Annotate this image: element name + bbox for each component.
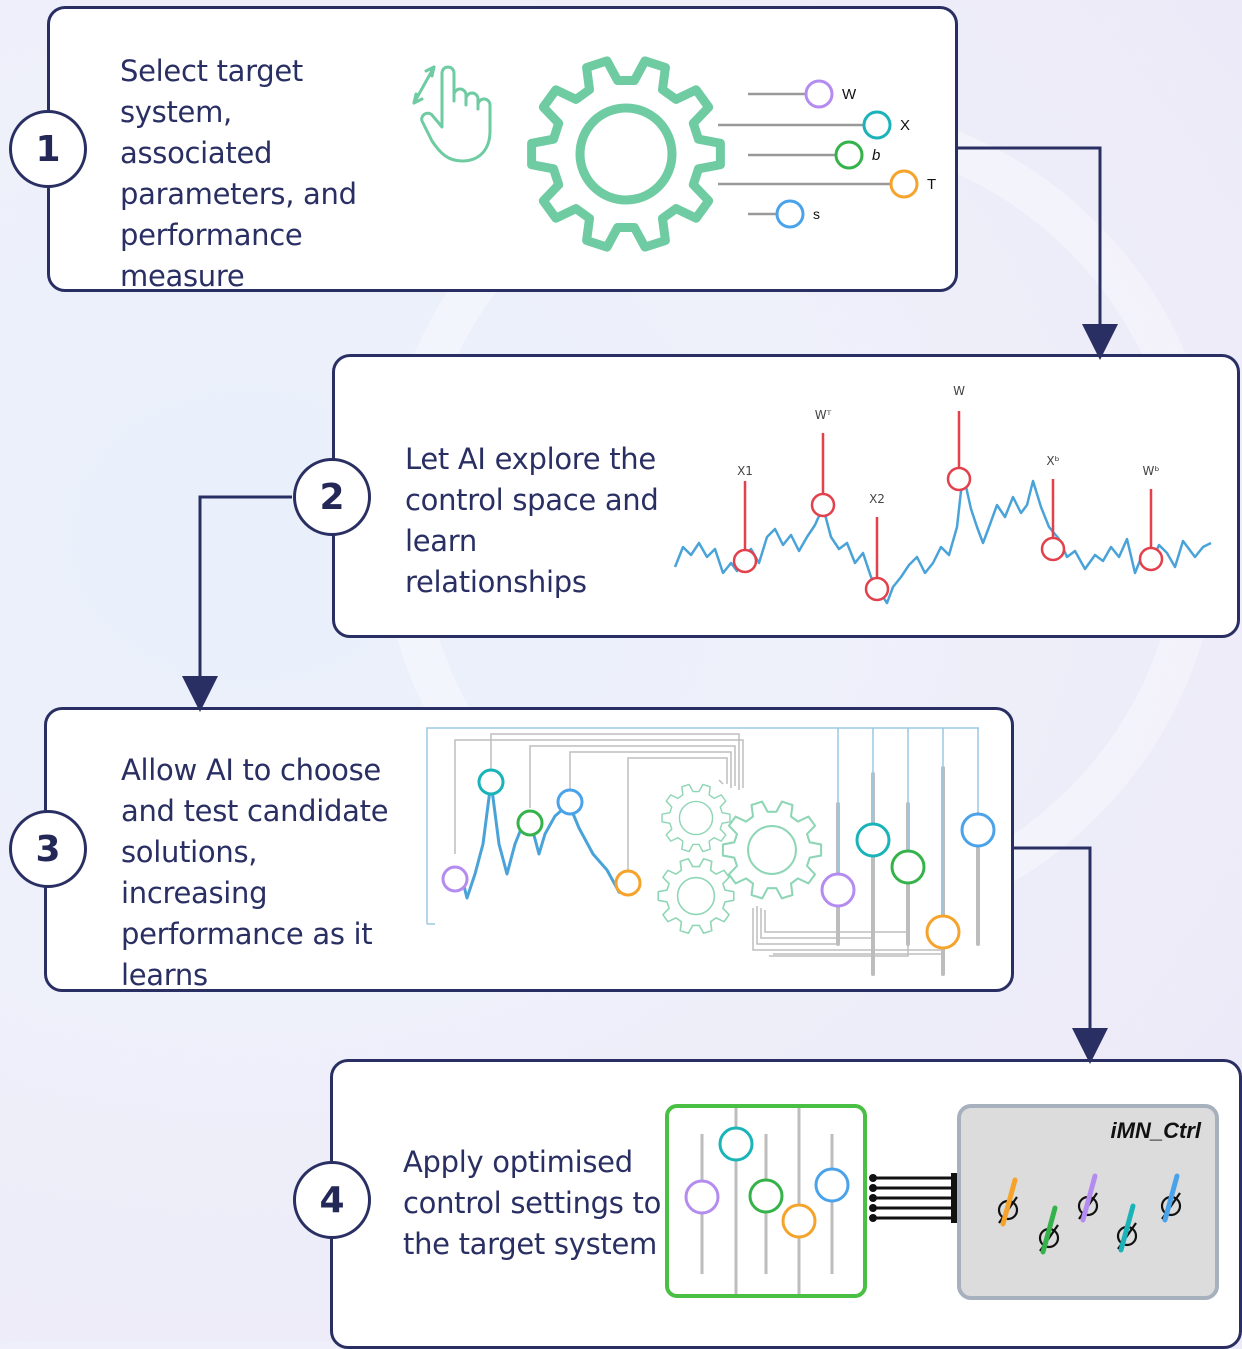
marker-label-xb: Xᵇ [1046,454,1059,468]
step-1-badge: 1 [9,110,87,188]
param-t-label: T [927,176,936,193]
marker-label-wt: Wᵀ [815,408,832,422]
markers-group [732,411,1164,602]
param-w-label: W [842,86,857,103]
step-2-text: Let AI explore the control space and lea… [405,442,659,599]
parameter-knobs: W X b T s [718,79,936,229]
target-module: iMN_Ctrl [957,1104,1219,1300]
module-dials [997,1173,1182,1255]
module-label: iMN_Ctrl [1110,1118,1201,1143]
step-1-text: Select target system, associated paramet… [120,54,357,293]
step-1-card: Select target system, associated paramet… [47,6,958,293]
param-b: b [748,140,880,170]
signal-cable [869,1173,960,1223]
control-space-waveform: X1 Wᵀ X2 W Xᵇ Wᵇ [673,384,1212,605]
touch-gesture-icon [412,65,492,163]
marker-label-x2: X2 [869,492,885,506]
optimised-settings-panel [665,1104,867,1298]
step-4-card: Apply optimised control settings to the … [330,1059,1242,1349]
param-x-label: X [900,117,910,134]
param-w: W [748,79,857,109]
marker-label-wb: Wᵇ [1142,464,1159,478]
connector-2-3 [182,495,292,712]
step-4-badge: 4 [293,1161,371,1239]
step-4-text: Apply optimised control settings to the … [403,1145,662,1261]
marker-label-w: W [953,384,965,398]
step-3-card: Allow AI to choose and test candidate so… [44,707,1014,992]
connector-3-4 [1013,846,1108,1064]
param-t: T [718,169,936,199]
param-s: s [748,199,820,229]
step-3-badge: 3 [9,810,87,888]
marker-label-x1: X1 [737,464,753,478]
step-3-text: Allow AI to choose and test candidate so… [121,753,389,992]
param-b-label: b [872,147,880,164]
target-system-gear-icon [527,56,725,252]
candidate-solutions-diagram [426,727,996,976]
param-s-label: s [813,206,820,222]
gears-cluster-icon [657,783,823,935]
connector-1-2 [957,146,1118,360]
param-x: X [718,110,910,140]
step-2-badge: 2 [293,458,371,536]
